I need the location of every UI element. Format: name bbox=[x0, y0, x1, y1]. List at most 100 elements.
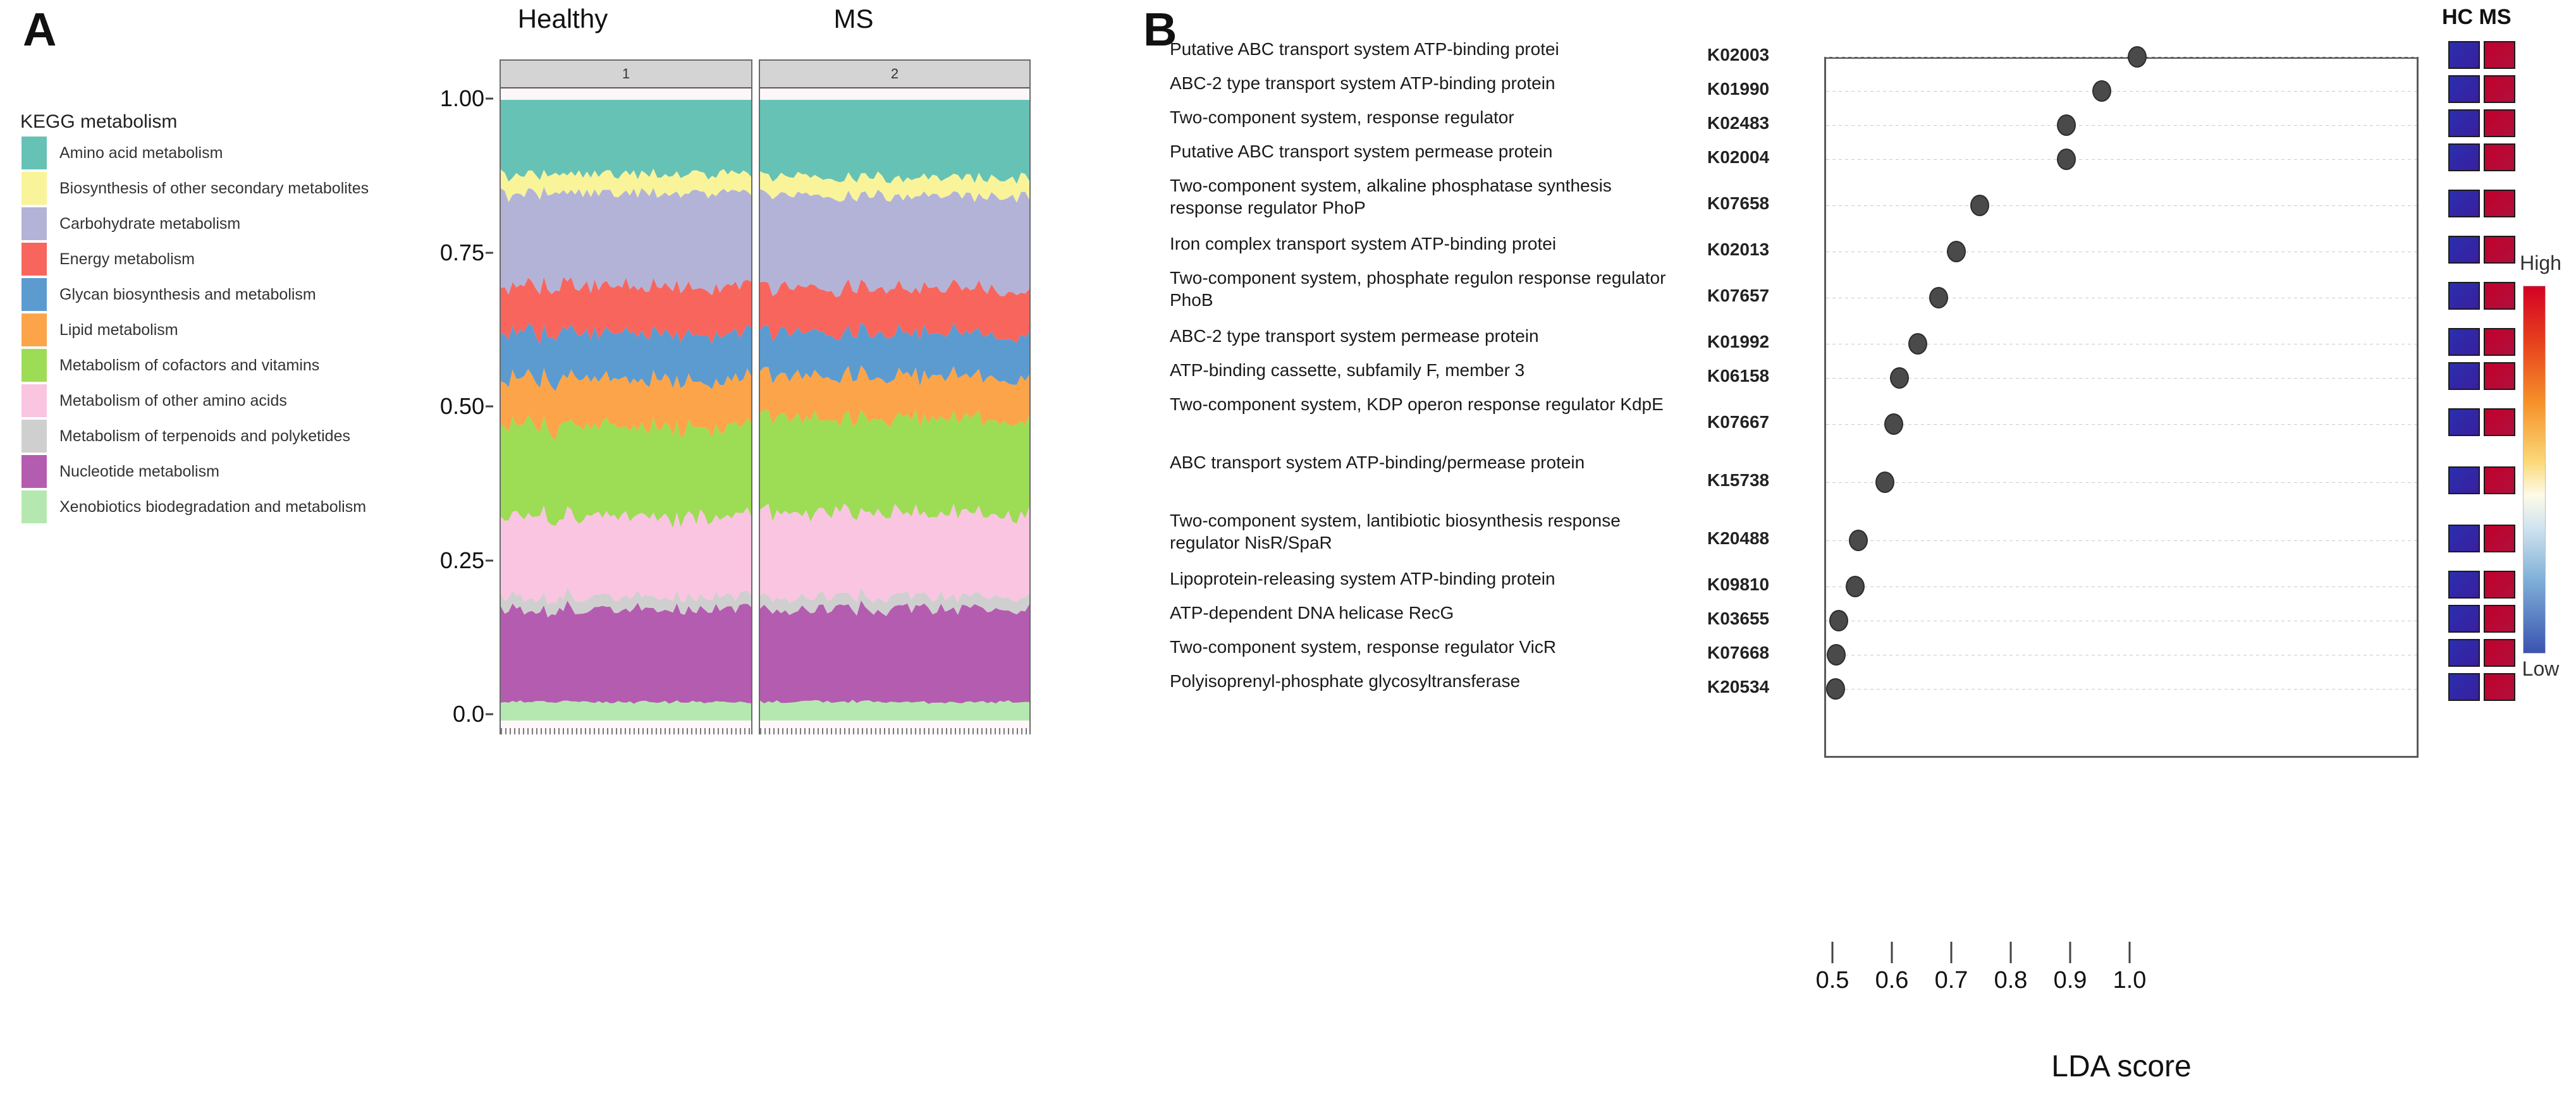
hc-ms-square-pair bbox=[2448, 466, 2515, 494]
lda-data-point[interactable] bbox=[1829, 610, 1848, 631]
lda-data-point[interactable] bbox=[1825, 678, 1845, 700]
lda-data-point[interactable] bbox=[1890, 367, 1910, 389]
ms-square bbox=[2484, 109, 2515, 137]
area-band bbox=[501, 186, 751, 296]
area-band bbox=[501, 587, 751, 617]
legend-item-label: Glycan biosynthesis and metabolism bbox=[59, 285, 316, 303]
hc-square bbox=[2448, 328, 2480, 356]
ms-square bbox=[2484, 143, 2515, 171]
hc-ms-square-pair bbox=[2448, 639, 2515, 667]
lda-data-point[interactable] bbox=[1884, 413, 1903, 435]
ms-square bbox=[2484, 236, 2515, 264]
ms-square bbox=[2484, 605, 2515, 633]
ko-code: K07668 bbox=[1707, 643, 1770, 662]
area-band bbox=[501, 100, 751, 182]
ko-code: K01992 bbox=[1707, 332, 1770, 351]
hc-square bbox=[2448, 525, 2480, 552]
ms-square bbox=[2484, 75, 2515, 103]
grid-line bbox=[1826, 378, 2417, 379]
y-tick-label: 0.50 bbox=[439, 393, 484, 419]
ko-name: ABC transport system ATP-binding/permeas… bbox=[1170, 453, 1585, 472]
hc-square bbox=[2448, 109, 2480, 137]
hc-square bbox=[2448, 571, 2480, 599]
x-tick-label: 0.5 bbox=[1815, 967, 1849, 994]
legend-item: Lipid metabolism bbox=[21, 312, 426, 348]
ko-name: Putative ABC transport system permease p… bbox=[1170, 142, 1553, 161]
legend-swatch bbox=[21, 172, 47, 205]
facet-panel-healthy: 1 bbox=[500, 59, 752, 734]
ms-square bbox=[2484, 190, 2515, 217]
legend-swatch bbox=[21, 313, 47, 346]
ms-square bbox=[2484, 466, 2515, 494]
area-band bbox=[760, 189, 1029, 298]
legend-swatch bbox=[21, 490, 47, 523]
area-band bbox=[760, 171, 1029, 203]
ms-square bbox=[2484, 525, 2515, 552]
lda-data-point[interactable] bbox=[1970, 195, 1990, 216]
hc-square bbox=[2448, 408, 2480, 436]
lda-data-point[interactable] bbox=[2056, 149, 2076, 170]
y-tick-mark bbox=[486, 559, 493, 561]
area-band bbox=[760, 600, 1029, 704]
x-tick-mark bbox=[2128, 942, 2131, 963]
y-tick-label: 1.00 bbox=[439, 85, 484, 111]
ko-code: K15738 bbox=[1707, 470, 1770, 490]
hc-ms-square-pair bbox=[2448, 143, 2515, 171]
hc-ms-square-pair bbox=[2448, 190, 2515, 217]
ms-square bbox=[2484, 362, 2515, 390]
lda-data-point[interactable] bbox=[2128, 46, 2147, 68]
ko-name: ATP-binding cassette, subfamily F, membe… bbox=[1170, 360, 1525, 380]
area-band bbox=[760, 503, 1029, 603]
grid-line bbox=[1826, 205, 2417, 206]
x-tick-mark bbox=[1891, 942, 1893, 963]
ms-square bbox=[2484, 408, 2515, 436]
lda-data-point[interactable] bbox=[1848, 530, 1868, 551]
hc-square bbox=[2448, 639, 2480, 667]
area-band bbox=[501, 168, 751, 202]
lda-data-point[interactable] bbox=[1875, 471, 1894, 493]
grid-line bbox=[1826, 159, 2417, 160]
lda-data-point[interactable] bbox=[2056, 114, 2076, 136]
x-tick-label: 0.7 bbox=[1934, 967, 1968, 994]
legend-swatch bbox=[21, 349, 47, 382]
hc-square bbox=[2448, 41, 2480, 69]
x-tick-mark bbox=[2009, 942, 2012, 963]
legend-item: Metabolism of other amino acids bbox=[21, 383, 426, 418]
ko-code: K20534 bbox=[1707, 677, 1770, 696]
lda-data-point[interactable] bbox=[2092, 80, 2111, 102]
area-band bbox=[501, 505, 751, 605]
x-tick-label: 1.0 bbox=[2113, 967, 2147, 994]
lda-data-point[interactable] bbox=[1826, 644, 1846, 666]
legend-swatch bbox=[21, 455, 47, 488]
lda-data-point[interactable] bbox=[1908, 333, 1927, 355]
legend-item: Xenobiotics biodegradation and metabolis… bbox=[21, 489, 426, 525]
area-band bbox=[760, 365, 1029, 427]
grid-line bbox=[1826, 125, 2417, 126]
legend-item-label: Carbohydrate metabolism bbox=[59, 214, 241, 233]
lda-data-point[interactable] bbox=[1946, 241, 1966, 262]
hc-ms-square-pair bbox=[2448, 328, 2515, 356]
panel-a-letter: A bbox=[23, 3, 57, 56]
ko-name: Two-component system, response regulator bbox=[1170, 107, 1514, 127]
lda-dot-plot bbox=[1824, 46, 2419, 758]
lda-data-point[interactable] bbox=[1845, 576, 1865, 597]
x-tick-label: 0.6 bbox=[1875, 967, 1909, 994]
lda-data-point[interactable] bbox=[1929, 287, 1948, 308]
legend-item-label: Biosynthesis of other secondary metaboli… bbox=[59, 179, 369, 197]
legend-item: Metabolism of terpenoids and polyketides bbox=[21, 418, 426, 454]
area-band bbox=[501, 276, 751, 344]
grid-line bbox=[1826, 57, 2417, 58]
ko-name: Lipoprotein-releasing system ATP-binding… bbox=[1170, 569, 1555, 588]
sample-rug-ms bbox=[760, 728, 1029, 734]
hc-square bbox=[2448, 466, 2480, 494]
hc-ms-header: HC MS bbox=[2442, 5, 2512, 29]
legend-swatch bbox=[21, 420, 47, 453]
legend-item: Amino acid metabolism bbox=[21, 135, 426, 171]
ms-square bbox=[2484, 673, 2515, 701]
ms-square bbox=[2484, 282, 2515, 310]
area-band bbox=[760, 322, 1029, 386]
ko-code: K02003 bbox=[1707, 45, 1770, 64]
legend-swatch bbox=[21, 207, 47, 240]
facet-strip-1: 1 bbox=[501, 61, 751, 88]
y-tick-label: 0.25 bbox=[439, 547, 484, 573]
